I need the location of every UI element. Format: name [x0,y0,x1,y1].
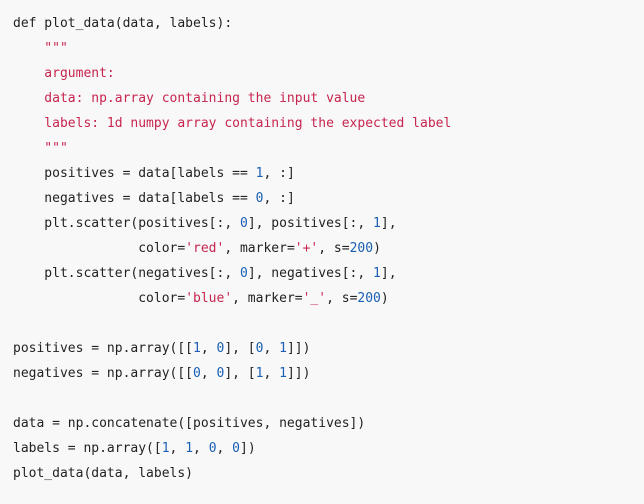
code-line: plt.scatter(positives[:, 0], positives[:… [13,211,644,236]
code-token-plain: color= [13,241,186,256]
code-token-number: 200 [357,291,381,306]
code-line: positives = np.array([[1, 0], [0, 1]]) [13,336,644,361]
code-token-plain: color= [13,291,186,306]
code-line: argument: [13,61,644,86]
code-token-plain: ], negatives[:, [247,266,374,281]
code-token-number: 1 [373,266,381,281]
code-token-plain: data = np.concatenate([positives, negati… [13,416,366,431]
code-token-plain: , [216,441,233,456]
code-token-string: """ [13,41,68,56]
code-line: positives = data[labels == 1, :] [13,161,644,186]
code-line: color='red', marker='+', s=200) [13,236,644,261]
code-line: plot_data(data, labels) [13,461,644,486]
code-token-plain: labels = np.array([ [13,441,162,456]
code-token-number: 1 [255,166,264,181]
code-token-plain: negatives = np.array([[ [13,366,194,381]
code-token-plain: , [200,366,217,381]
code-token-number: 0 [239,266,248,281]
code-line: negatives = np.array([[0, 0], [1, 1]]) [13,361,644,386]
code-token-number: 200 [349,241,374,256]
code-token-plain: , [200,341,217,356]
code-token-plain: plt.scatter(positives[:, [13,216,240,231]
code-token-number: 0 [216,341,225,356]
code-token-number: 0 [208,441,217,456]
code-token-number: 0 [216,366,225,381]
code-line: ​ [13,386,644,411]
code-token-plain: def plot_data(data, labels): [13,16,233,31]
code-token-string: '+' [294,241,319,256]
code-token-plain: positives = data[labels == [13,166,256,181]
code-line: ​ [13,311,644,336]
code-token-number: 1 [255,366,264,381]
code-token-string: 'red' [185,241,225,256]
code-line: """ [13,36,644,61]
code-token-number: 1 [373,216,381,231]
code-line: negatives = data[labels == 0, :] [13,186,644,211]
code-token-plain: , :] [263,191,295,206]
code-line: labels: 1d numpy array containing the ex… [13,111,644,136]
code-token-plain: ], [ [224,366,256,381]
code-token-plain: ]]) [286,341,311,356]
code-token-string: data: np.array containing the input valu… [13,91,366,106]
code-token-plain: ], [380,266,397,281]
code-token-string: labels: 1d numpy array containing the ex… [13,116,452,131]
code-token-string: '_' [302,291,327,306]
code-line: """ [13,136,644,161]
code-token-plain: ) [380,291,389,306]
code-token-number: 1 [193,341,201,356]
code-token-plain: negatives = data[labels == [13,191,256,206]
code-token-plain: , s= [326,291,358,306]
code-token-plain: , [263,341,280,356]
code-token-string: argument: [13,66,115,81]
code-token-plain: positives = np.array([[ [13,341,194,356]
code-token-plain: ) [373,241,381,256]
code-token-number: 0 [239,216,248,231]
code-token-plain: plot_data(data, labels) [13,466,194,481]
code-token-plain: , [193,441,209,456]
code-line: def plot_data(data, labels): [13,11,644,36]
code-token-number: 1 [279,366,287,381]
code-line: plt.scatter(negatives[:, 0], negatives[:… [13,261,644,286]
code-token-plain: ]]) [286,366,311,381]
code-token-number: 1 [185,441,194,456]
code-token-number: 0 [255,191,264,206]
code-token-plain: ]) [240,441,256,456]
code-token-number: 0 [232,441,240,456]
code-token-string: 'blue' [185,291,233,306]
code-token-number: 0 [193,366,201,381]
code-line: data: np.array containing the input valu… [13,86,644,111]
code-token-plain: ], [380,216,397,231]
code-line: data = np.concatenate([positives, negati… [13,411,644,436]
code-token-plain: , marker= [232,291,303,306]
code-token-plain: , :] [263,166,295,181]
code-token-plain: , [169,441,186,456]
code-token-plain: , [263,366,280,381]
code-token-plain: , s= [318,241,350,256]
code-token-number: 1 [279,341,287,356]
code-line: labels = np.array([1, 1, 0, 0]) [13,436,644,461]
code-token-plain: plt.scatter(negatives[:, [13,266,240,281]
code-line: color='blue', marker='_', s=200) [13,286,644,311]
code-token-plain: , marker= [224,241,295,256]
code-token-number: 1 [161,441,170,456]
code-token-number: 0 [255,341,264,356]
code-token-string: """ [13,141,68,156]
code-token-plain: ], [ [224,341,256,356]
code-token-plain: ], positives[:, [247,216,374,231]
